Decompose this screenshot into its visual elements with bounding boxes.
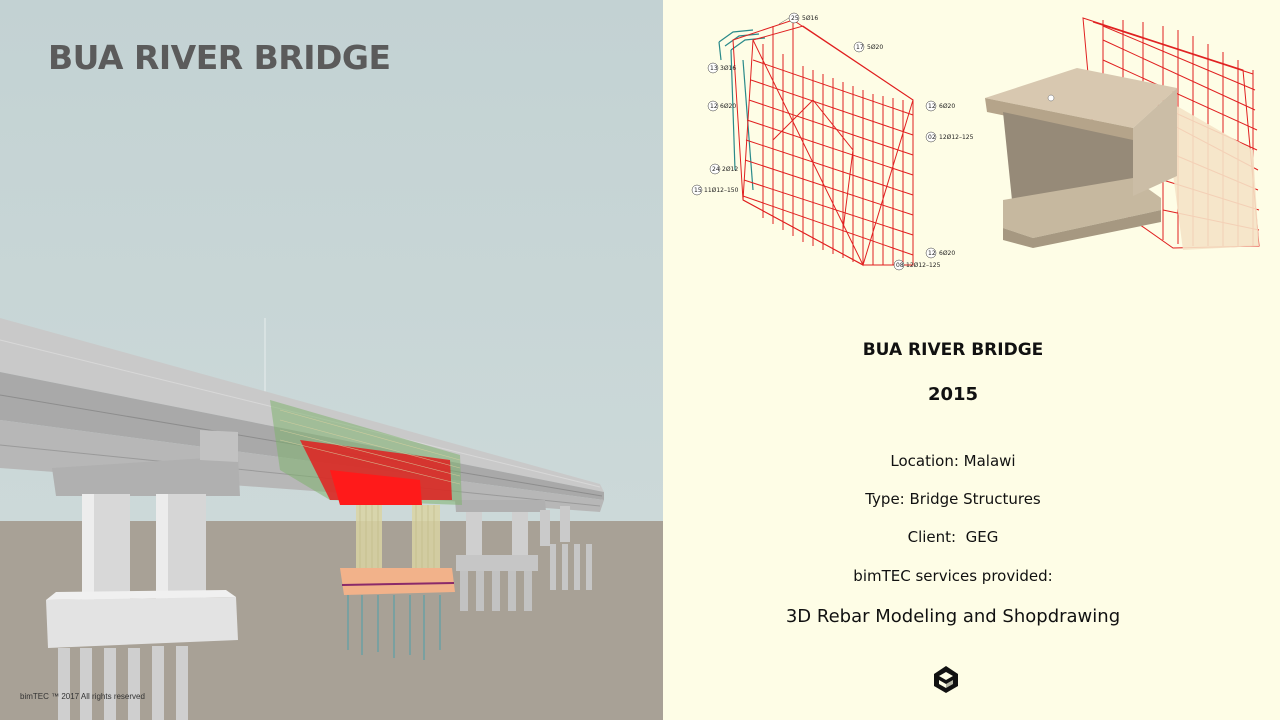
services-provided: 3D Rebar Modeling and Shopdrawing: [785, 606, 1121, 627]
copyright-text: bimTEC ™ 2017 All rights reserved: [20, 692, 145, 701]
project-details-panel: 25 5Ø16 17 5Ø20 13 3Ø16 12 6Ø20 12 6Ø20 …: [663, 0, 1280, 720]
svg-text:5Ø20: 5Ø20: [867, 44, 883, 51]
rebar-labels: 25 5Ø16 17 5Ø20 13 3Ø16 12 6Ø20 12 6Ø20 …: [691, 12, 974, 271]
svg-text:15: 15: [694, 187, 702, 194]
girder-top-flange: [985, 68, 1177, 128]
girder-bottom-flange: [1003, 178, 1161, 238]
svg-text:12: 12: [928, 250, 936, 257]
girder-rebar-drawing: [985, 17, 1260, 250]
svg-text:6Ø20: 6Ø20: [939, 103, 955, 110]
services-label: bimTEC services provided:: [853, 567, 1053, 585]
svg-text:24: 24: [712, 166, 720, 173]
rebar-columns: [340, 505, 455, 660]
page-title: BUA RIVER BRIDGE: [48, 38, 391, 77]
svg-text:12Ø12–125: 12Ø12–125: [939, 134, 974, 141]
svg-text:6Ø20: 6Ø20: [939, 250, 955, 257]
project-location: Location: Malawi: [890, 452, 1016, 470]
project-type: Type: Bridge Structures: [865, 490, 1041, 508]
svg-text:25: 25: [791, 15, 799, 22]
rebar-pier-cap: [270, 400, 462, 505]
rebar-detail-drawings: 25 5Ø16 17 5Ø20 13 3Ø16 12 6Ø20 12 6Ø20 …: [691, 12, 1260, 271]
svg-text:08: 08: [896, 262, 904, 269]
svg-text:6Ø20: 6Ø20: [720, 103, 736, 110]
svg-text:02: 02: [928, 134, 936, 141]
pier-cap-1: [52, 456, 240, 496]
project-year: 2015: [927, 384, 979, 405]
svg-text:12: 12: [928, 103, 936, 110]
bridge-render: [0, 0, 663, 720]
bridge-render-panel: BUA RIVER BRIDGE bimTEC ™ 2017 All right…: [0, 0, 663, 720]
bimtec-logo-icon: [934, 666, 958, 693]
project-client: Client: GEG: [907, 528, 999, 546]
svg-text:5Ø16: 5Ø16: [802, 15, 818, 22]
pile-cap-1: [46, 597, 238, 648]
svg-text:3Ø16: 3Ø16: [720, 65, 736, 72]
rebar-pile-cap: [340, 568, 455, 595]
svg-text:11Ø12–150: 11Ø12–150: [704, 187, 739, 194]
svg-text:13: 13: [710, 65, 718, 72]
svg-text:12: 12: [710, 103, 718, 110]
rebar-cage-drawing: 25 5Ø16 17 5Ø20 13 3Ø16 12 6Ø20 12 6Ø20 …: [691, 12, 974, 271]
bridge-deck-top: [0, 318, 604, 492]
svg-text:2Ø12: 2Ø12: [722, 166, 738, 173]
project-name: BUA RIVER BRIDGE: [862, 340, 1044, 360]
svg-text:12Ø12–125: 12Ø12–125: [906, 262, 941, 269]
svg-text:17: 17: [856, 44, 864, 51]
